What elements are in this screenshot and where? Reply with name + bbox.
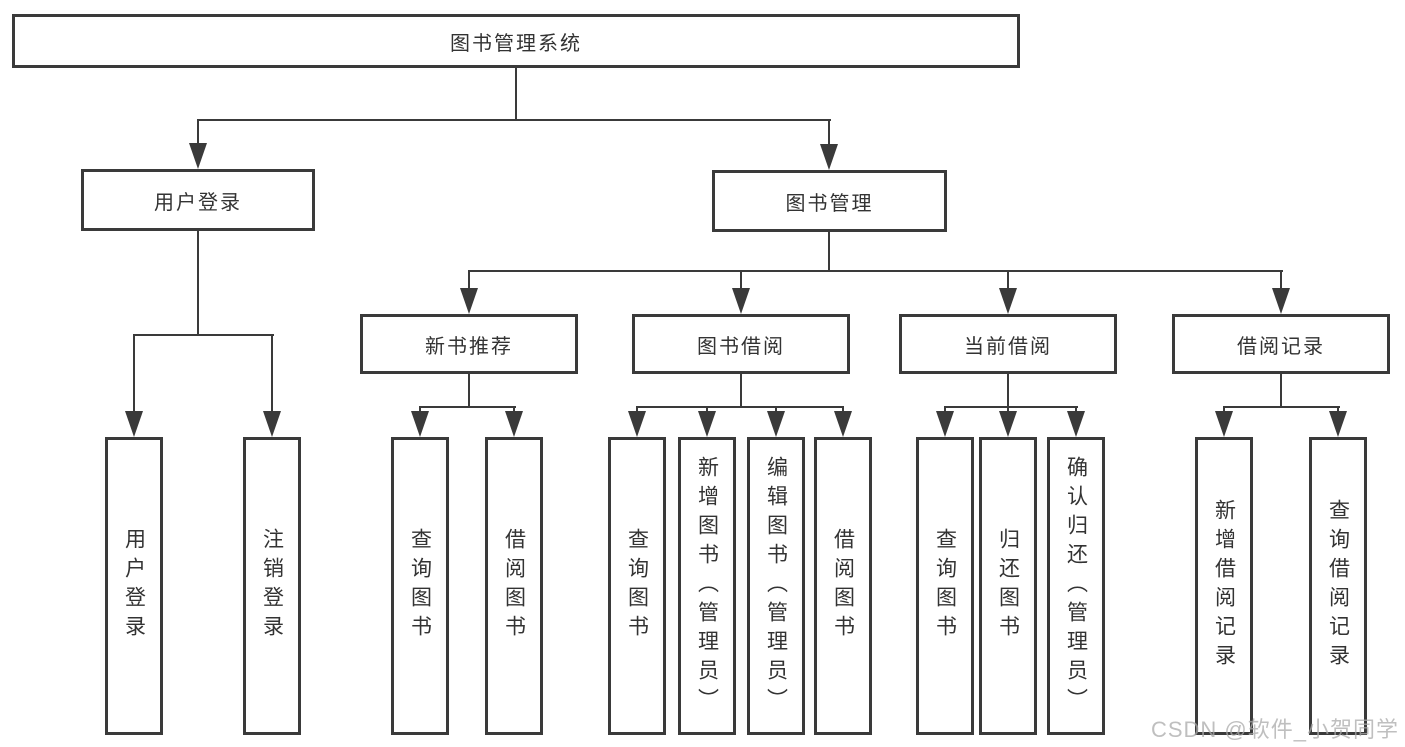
- arrow-down-leaf-logout: [263, 411, 281, 437]
- node-book-management: 图书管理: [712, 170, 947, 232]
- arrow-down-borrowing: [732, 288, 750, 314]
- edge-records-drop: [1280, 372, 1282, 408]
- node-book-borrowing: 图书借阅: [632, 314, 850, 374]
- edge-borrowing-drop: [740, 372, 742, 408]
- node-library-management-system: 图书管理系统: [12, 14, 1020, 68]
- arrow-down: [999, 411, 1017, 437]
- arrow-down: [1329, 411, 1347, 437]
- arrow-down-recommend: [460, 288, 478, 314]
- arrow-down-current: [999, 288, 1017, 314]
- edge-recommend-bus: [419, 406, 516, 408]
- edge-stem-records: [1280, 270, 1282, 291]
- edge-stem-current: [1007, 270, 1009, 291]
- edge-stem-borrowing: [740, 270, 742, 291]
- leaf-borrowing-query-book: 查询图书: [608, 437, 666, 735]
- edge-borrowing-bus: [636, 406, 844, 408]
- arrow-down: [505, 411, 523, 437]
- csdn-watermark: CSDN @软件_小贺同学: [1150, 717, 1399, 742]
- leaf-recommend-borrow-book: 借阅图书: [485, 437, 543, 735]
- edge-current-bus: [944, 406, 1078, 408]
- arrow-down-leaf-login: [125, 411, 143, 437]
- edge-stem: [1337, 406, 1339, 414]
- edge-stem: [636, 406, 638, 414]
- arrow-down-records: [1272, 288, 1290, 314]
- node-current-borrowing: 当前借阅: [899, 314, 1117, 374]
- edge-stem-leaf-login: [133, 334, 135, 412]
- node-user-login: 用户登录: [81, 169, 315, 231]
- edge-root-bus: [197, 119, 831, 121]
- leaf-logout: 注销登录: [243, 437, 301, 735]
- edge-stem: [944, 406, 946, 414]
- leaf-borrowing-add-book-admin: 新增图书（管理员）: [678, 437, 736, 735]
- edge-stem: [706, 406, 708, 414]
- edge-stem: [775, 406, 777, 414]
- leaf-user-login: 用户登录: [105, 437, 163, 735]
- leaf-records-add-record: 新增借阅记录: [1195, 437, 1253, 735]
- arrow-down: [628, 411, 646, 437]
- edge-stem: [842, 406, 844, 414]
- arrow-down: [698, 411, 716, 437]
- leaf-current-confirm-return-admin: 确认归还（管理员）: [1047, 437, 1105, 735]
- arrow-down: [767, 411, 785, 437]
- edge-root-drop: [515, 68, 517, 121]
- edge-stem: [1075, 406, 1077, 414]
- edge-stem-leaf-logout: [271, 334, 273, 412]
- arrow-down: [834, 411, 852, 437]
- leaf-current-query-book: 查询图书: [916, 437, 974, 735]
- edge-stem: [513, 406, 515, 414]
- edge-records-bus: [1223, 406, 1340, 408]
- edge-user-login-bus: [133, 334, 274, 336]
- edge-stem: [419, 406, 421, 414]
- arrow-down: [411, 411, 429, 437]
- arrow-down-user-login: [189, 143, 207, 169]
- edge-stem-book-management: [828, 119, 830, 147]
- edge-stem: [1223, 406, 1225, 414]
- leaf-records-query-record: 查询借阅记录: [1309, 437, 1367, 735]
- leaf-borrowing-borrow-book: 借阅图书: [814, 437, 872, 735]
- leaf-recommend-query-book: 查询图书: [391, 437, 449, 735]
- node-new-book-recommend: 新书推荐: [360, 314, 578, 374]
- edge-book-management-drop: [828, 232, 830, 272]
- edge-stem: [1007, 406, 1009, 414]
- edge-current-drop: [1007, 372, 1009, 408]
- leaf-borrowing-edit-book-admin: 编辑图书（管理员）: [747, 437, 805, 735]
- edge-user-login-drop: [197, 231, 199, 336]
- edge-recommend-drop: [468, 372, 470, 408]
- arrow-down: [1215, 411, 1233, 437]
- edge-stem-recommend: [468, 270, 470, 291]
- node-borrowing-records: 借阅记录: [1172, 314, 1390, 374]
- arrow-down: [1067, 411, 1085, 437]
- edge-book-management-bus: [468, 270, 1283, 272]
- arrow-down-book-management: [820, 144, 838, 170]
- leaf-current-return-book: 归还图书: [979, 437, 1037, 735]
- edge-stem-user-login: [197, 119, 199, 146]
- arrow-down: [936, 411, 954, 437]
